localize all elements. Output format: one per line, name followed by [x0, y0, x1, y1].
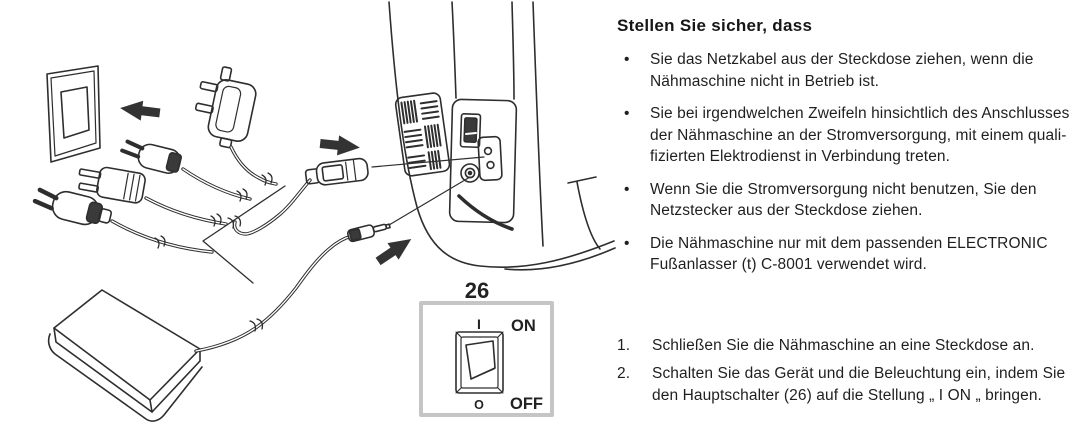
- step-number: 2.: [617, 365, 631, 382]
- arrow-to-jack-icon: [375, 239, 412, 266]
- sewing-machine-side: [388, 1, 616, 271]
- us-plug-icon: [78, 166, 228, 227]
- connector-panel: [448, 98, 518, 231]
- numbered-step-list: 1. Schließen Sie die Nähmaschine an eine…: [617, 335, 1089, 407]
- rocker-switch-icon: [455, 331, 504, 394]
- uk-plug-adapter-icon: [194, 66, 278, 186]
- inlet-leader-line: [371, 156, 485, 168]
- section-heading: Stellen Sie sicher, dass: [617, 16, 813, 35]
- bullet-text: Sie das Netzkabel aus der Steckdose zieh…: [650, 51, 1034, 90]
- bullet-marker: •: [624, 180, 630, 198]
- safety-bullet-list: • Sie das Netzkabel aus der Steckdose zi…: [617, 49, 1089, 276]
- bullet-text: Die Nähmaschine nur mit dem passenden EL…: [650, 234, 1048, 274]
- step-text: Schalten Sie das Gerät und die Beleuchtu…: [652, 365, 1066, 404]
- switch-off-symbol: O: [474, 398, 484, 412]
- list-item: • Sie bei irgendwelchen Zweifeln hinsich…: [617, 103, 1089, 168]
- step-text: Schließen Sie die Nähmaschine an eine St…: [652, 336, 1035, 354]
- list-item: • Die Nähmaschine nur mit dem passenden …: [617, 233, 1089, 276]
- instructions-column: Stellen Sie sicher, dass • Sie das Netzk…: [617, 16, 1089, 413]
- list-item: • Wenn Sie die Stromversorgung nicht ben…: [617, 179, 1089, 222]
- bullet-marker: •: [624, 234, 630, 252]
- jack-leader-line: [388, 176, 471, 226]
- foot-controller-icon: [47, 289, 203, 422]
- pedal-jack-icon: [460, 163, 480, 183]
- part-number-label: 26: [465, 278, 489, 303]
- wall-outlet-icon: [46, 65, 101, 163]
- bullet-text: Wenn Sie die Stromversorgung nicht benut…: [650, 180, 1037, 220]
- arrow-to-outlet-icon: [120, 100, 161, 121]
- switch-callout: 26 I ON O OFF: [419, 278, 554, 417]
- connection-diagram: 26 I ON O OFF: [32, 1, 616, 422]
- euro-plug-icon: [120, 139, 252, 202]
- arrow-to-inlet-icon: [319, 135, 360, 156]
- switch-off-label: OFF: [510, 395, 543, 413]
- bullet-marker: •: [624, 105, 630, 122]
- switch-on-symbol: I: [477, 316, 481, 332]
- euro-plug-2-icon: [32, 187, 214, 254]
- power-switch-icon: [459, 112, 482, 149]
- step-number: 1.: [617, 336, 631, 354]
- ventilation-grille-icon: [394, 92, 451, 177]
- callout-box: [419, 301, 554, 417]
- cable-bracket-line: [202, 185, 286, 284]
- power-inlet-icon: [477, 135, 503, 182]
- bullet-text: Sie bei irgendwelchen Zweifeln hinsichtl…: [650, 105, 1070, 165]
- power-cord-connector-icon: [227, 157, 369, 236]
- dc-plug-icon: [347, 223, 391, 243]
- list-item: • Sie das Netzkabel aus der Steckdose zi…: [617, 49, 1089, 92]
- switch-on-label: ON: [511, 317, 536, 335]
- list-item: 1. Schließen Sie die Nähmaschine an eine…: [617, 335, 1089, 357]
- list-item: 2. Schalten Sie das Gerät und die Beleuc…: [617, 363, 1089, 406]
- pedal-cable: [194, 234, 354, 353]
- bullet-marker: •: [624, 51, 630, 68]
